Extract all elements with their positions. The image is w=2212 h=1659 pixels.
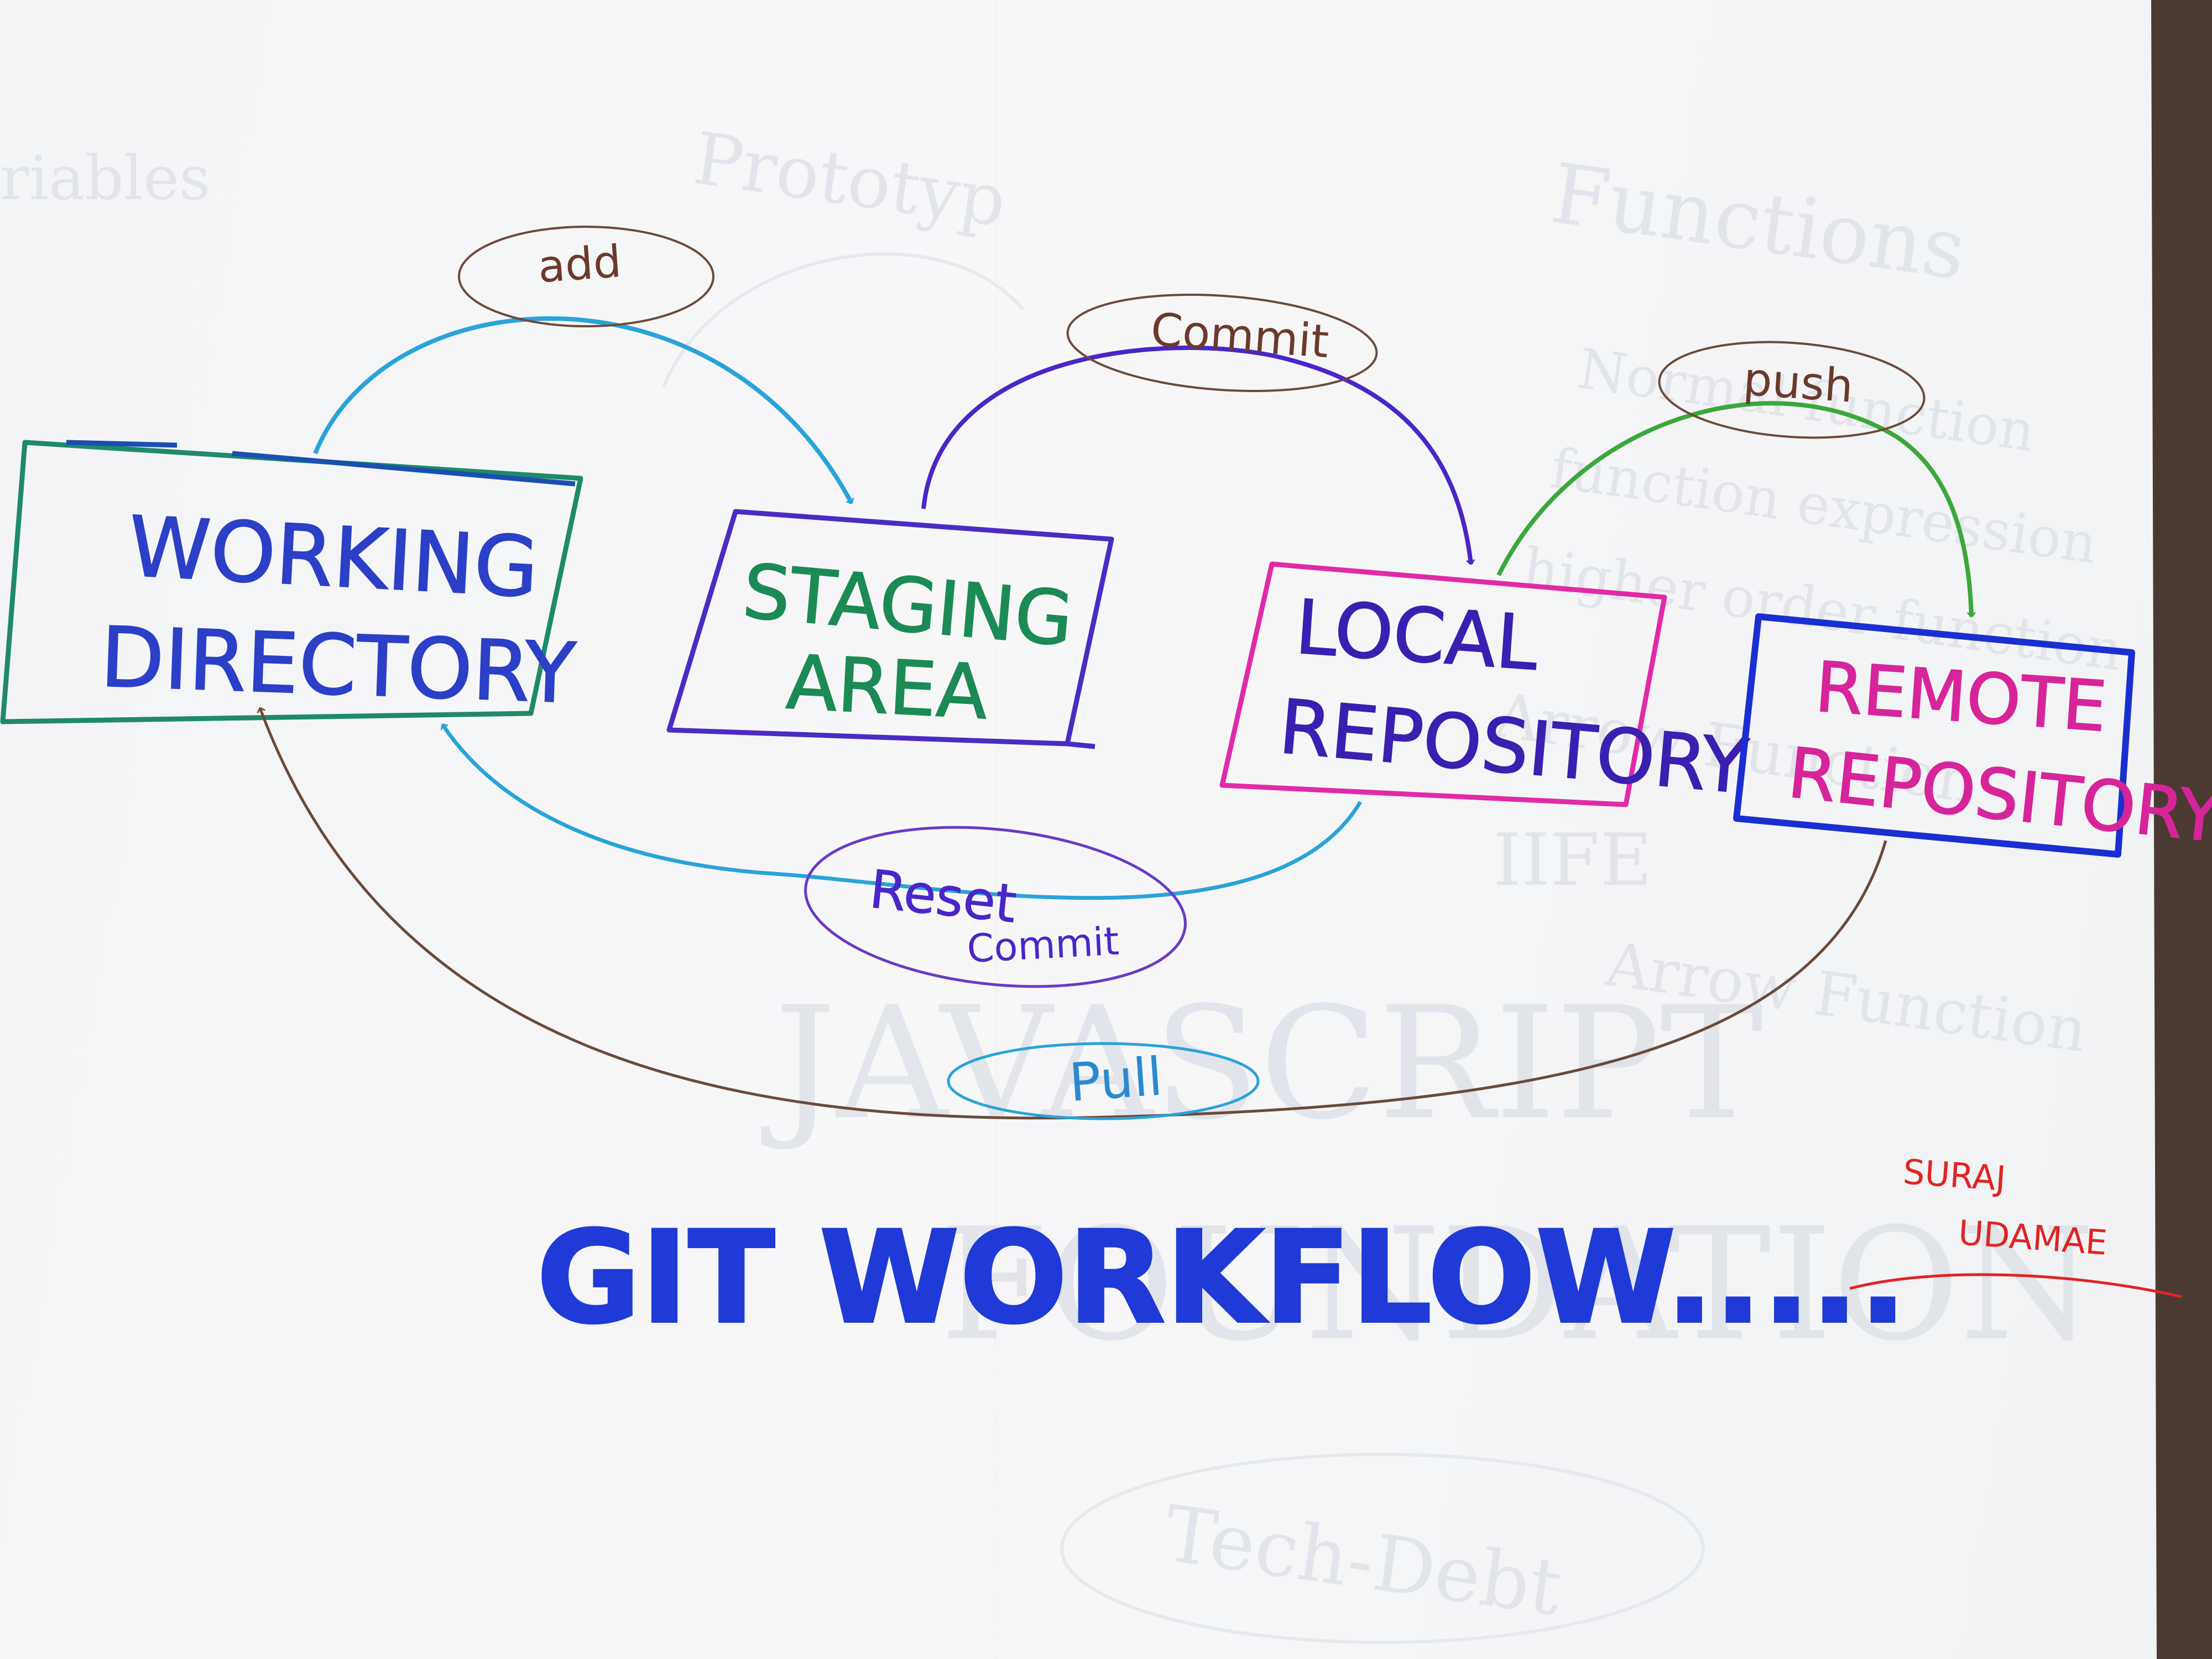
local-repository-label-line1: LOCAL xyxy=(1293,583,1541,687)
working-directory-label-line2: DIRECTORY xyxy=(99,609,577,722)
staging-area-label-line2: AREA xyxy=(784,639,990,736)
edge-add: add xyxy=(313,226,854,504)
edge-pull: Pull xyxy=(257,707,1887,1120)
diagram-title: GIT WORKFLOW..... xyxy=(536,1204,1907,1352)
commit-label: Commit xyxy=(1149,304,1331,368)
edge-push: push xyxy=(1496,341,1976,618)
reset-commit-sublabel: Commit xyxy=(966,919,1120,972)
author-first-name: SURAJ xyxy=(1902,1151,2007,1199)
node-staging-area: STAGING AREA xyxy=(666,509,1114,749)
svg-text:riables: riables xyxy=(0,143,211,213)
pull-label: Pull xyxy=(1067,1046,1165,1113)
commit-label-ellipse xyxy=(1066,293,1378,393)
add-label-ellipse xyxy=(458,226,714,327)
remote-repository-label-line2: REPOSITORY xyxy=(1785,733,2212,858)
add-label: add xyxy=(536,236,623,293)
signature-underline xyxy=(1849,1273,2182,1298)
edge-reset-commit: Reset Commit xyxy=(440,723,1363,988)
node-working-directory: WORKING DIRECTORY xyxy=(0,440,583,724)
svg-text:Prototyp: Prototyp xyxy=(689,116,1011,243)
reset-label: Reset xyxy=(867,859,1019,935)
reset-commit-label-ellipse xyxy=(804,826,1187,988)
svg-text:JAVASCRIPT: JAVASCRIPT xyxy=(760,974,1764,1154)
push-label: push xyxy=(1741,353,1855,413)
push-label-ellipse xyxy=(1658,341,1926,439)
svg-text:FOUNDATION: FOUNDATION xyxy=(940,1195,2095,1375)
svg-text:Functions: Functions xyxy=(1546,145,1971,299)
svg-text:IIFE: IIFE xyxy=(1493,818,1652,902)
pull-label-ellipse xyxy=(947,1042,1260,1120)
svg-text:Tech-Debt: Tech-Debt xyxy=(1159,1489,1567,1634)
edge-commit: Commit xyxy=(921,293,1475,565)
working-directory-label-line1: WORKING xyxy=(126,499,541,617)
paper-sheet xyxy=(0,0,2157,1659)
